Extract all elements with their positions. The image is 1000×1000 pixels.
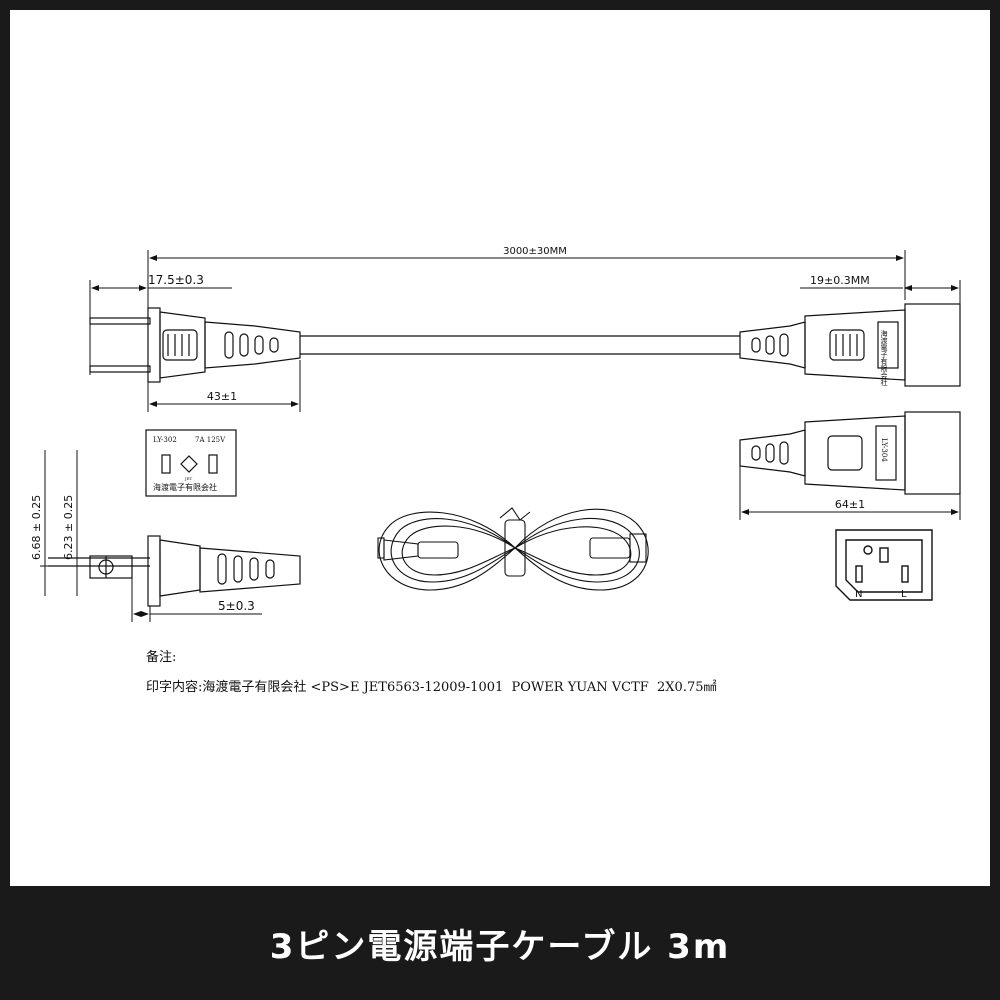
- socket-neutral-label: N: [855, 589, 862, 600]
- plug-face-model: LY-302: [153, 436, 177, 444]
- banner-title: 3ピン電源端子ケーブル 3m: [269, 926, 731, 967]
- socket-face-outline: [835, 529, 933, 601]
- plug-grip-pad: [162, 329, 198, 361]
- socket-strain-relief: [739, 321, 806, 369]
- plug-head: [159, 311, 206, 379]
- dim-pin-length-label: 17.5±0.3: [148, 273, 204, 287]
- socket-line-label: L: [901, 589, 907, 600]
- plug-pin-lower: [89, 365, 151, 373]
- plug-face-maker: 海渡電子有限会社: [153, 482, 217, 492]
- notes-heading: 备注:: [146, 650, 177, 665]
- plug-face-rating: 7A 125V: [195, 436, 226, 444]
- plug-side-view: [48, 535, 301, 607]
- socket-label-text: 海渡電子有限会社: [880, 329, 888, 387]
- socket-grip-pad: [829, 329, 865, 361]
- earth-symbol-icon: [863, 545, 873, 555]
- socket-label-plate: [877, 321, 899, 369]
- dim-socket-end-label: 19±0.3MM: [810, 274, 870, 287]
- socket-neutral-pin: [855, 565, 863, 583]
- cable-tie: [504, 519, 526, 577]
- drawing-panel: [10, 10, 990, 886]
- plug-face-slot-right: [208, 454, 218, 474]
- socket-side-view: [739, 411, 961, 495]
- socket-body: [804, 309, 906, 381]
- socket-head: [904, 303, 961, 387]
- dim-total-length: [147, 250, 906, 300]
- title-banner: 3ピン電源端子ケーブル 3m: [0, 886, 1000, 1000]
- dim-pin-length: [89, 262, 232, 375]
- dim-pin-offsets: [40, 450, 90, 596]
- dim-pin-tip: [131, 578, 262, 622]
- socket-earth-pin: [879, 547, 889, 563]
- dim-socket-body-label: 64±1: [835, 498, 865, 511]
- dim-pin-offset-2: 6.23 ± 0.25: [62, 495, 75, 560]
- dim-plug-body-label: 43±1: [207, 390, 237, 403]
- socket-face-view: [835, 529, 933, 601]
- socket-line-pin: [901, 565, 909, 583]
- plug-face-view: [145, 429, 237, 497]
- dim-total-length-label: 3000±30MM: [503, 246, 567, 257]
- dim-socket-body: [739, 466, 961, 520]
- plug-strain-relief: [204, 321, 301, 369]
- notes-text: 印字内容:海渡電子有限会社 <PS>E JET6563-12009-1001 P…: [146, 680, 717, 695]
- svg-text:海渡電子有限会社: 海渡電子有限会社: [880, 329, 888, 387]
- cable-top-view: [89, 303, 961, 387]
- dim-socket-end: [800, 280, 961, 304]
- coiled-cable-illustration: [377, 507, 649, 591]
- plug-face-slot-left: [161, 454, 171, 474]
- plug-face-outline: [145, 429, 237, 497]
- plug-pin-upper: [89, 317, 151, 325]
- dim-plug-body: [147, 360, 301, 412]
- plug-face-mark: JET: [184, 476, 193, 481]
- jet-mark-icon: [180, 455, 198, 473]
- socket-side-label: LY-304: [880, 438, 888, 462]
- dim-pin-offset-1: 6.68 ± 0.25: [30, 495, 43, 560]
- dim-pin-tip-label: 5±0.3: [218, 599, 255, 613]
